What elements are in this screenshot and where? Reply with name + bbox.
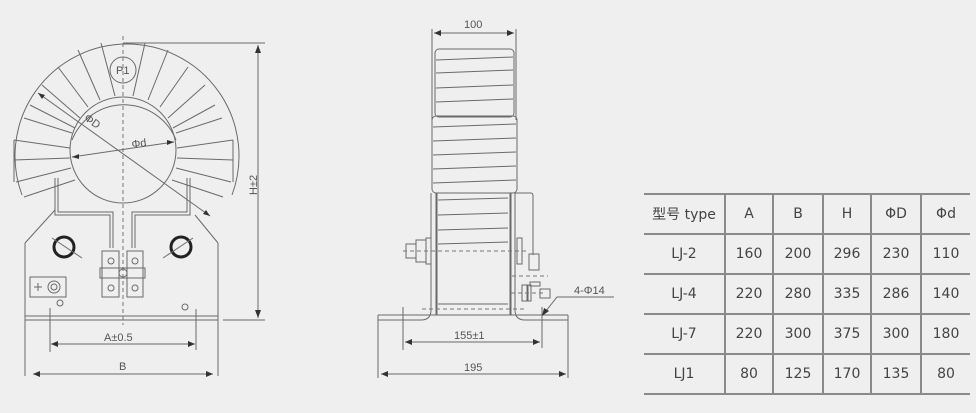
cell-a: 220 xyxy=(724,314,773,355)
header-h: H xyxy=(822,193,871,235)
inner-diameter-dim xyxy=(71,141,175,158)
cell-model: LJ-4 xyxy=(644,274,725,315)
table-row: LJ-2 160 200 296 230 110 xyxy=(644,234,970,275)
table-row: LJ-7 220 300 375 300 180 xyxy=(644,314,970,355)
cell-model: LJ1 xyxy=(644,354,725,395)
base-width-label: B xyxy=(119,361,126,373)
cell-b: 280 xyxy=(772,274,823,315)
cell-a: 220 xyxy=(724,274,773,315)
bracket-body xyxy=(377,192,569,322)
cell-b: 200 xyxy=(772,234,823,275)
header-outer-diameter: ΦD xyxy=(870,193,921,235)
cell-a: 80 xyxy=(724,354,773,395)
table-row: LJ1 80 125 170 135 80 xyxy=(644,354,970,395)
mounting-hole-right xyxy=(169,235,193,259)
terminal-bolts xyxy=(405,237,551,302)
cell-h: 375 xyxy=(822,314,871,355)
cell-outer-diameter: 135 xyxy=(870,354,921,395)
cell-inner-diameter: 180 xyxy=(920,314,970,355)
cell-inner-diameter: 110 xyxy=(920,234,970,275)
coil-upper xyxy=(434,48,515,118)
cell-a: 160 xyxy=(724,234,773,275)
outer-diameter-dim xyxy=(37,92,211,217)
header-a: A xyxy=(724,193,773,235)
terminal-block xyxy=(99,250,146,298)
cell-b: 125 xyxy=(772,354,823,395)
width-label: 100 xyxy=(464,19,482,31)
spec-table: 型号 type A B H ΦD Φd LJ-2 160 200 296 230… xyxy=(644,193,970,395)
header-b: B xyxy=(772,193,823,235)
cell-b: 300 xyxy=(772,314,823,355)
cell-outer-diameter: 230 xyxy=(870,234,921,275)
cell-outer-diameter: 300 xyxy=(870,314,921,355)
winding-segments xyxy=(13,42,234,198)
table-header-row: 型号 type A B H ΦD Φd xyxy=(644,193,970,235)
cell-h: 335 xyxy=(822,274,871,315)
hole-spacing-side-label: 155±1 xyxy=(454,330,485,342)
hole-spacing-label: A±0.5 xyxy=(104,332,133,344)
cell-h: 296 xyxy=(822,234,871,275)
cell-model: LJ-2 xyxy=(644,234,725,275)
base-width-side-label: 195 xyxy=(464,362,482,374)
coil-middle xyxy=(431,115,518,194)
ground-terminal xyxy=(29,276,189,311)
holes-label: 4-Φ14 xyxy=(574,285,605,297)
cell-inner-diameter: 80 xyxy=(920,354,970,395)
header-type: 型号 type xyxy=(644,193,725,235)
outer-winding-outline xyxy=(14,43,240,196)
header-inner-diameter: Φd xyxy=(920,193,970,235)
holes-leader xyxy=(541,296,614,317)
height-label: H±2 xyxy=(248,175,260,195)
cell-outer-diameter: 286 xyxy=(870,274,921,315)
cell-h: 170 xyxy=(822,354,871,395)
table-row: LJ-4 220 280 335 286 140 xyxy=(644,274,970,315)
cell-model: LJ-7 xyxy=(644,314,725,355)
inner-bore xyxy=(69,96,177,204)
mounting-hole-left xyxy=(52,235,76,259)
inner-diameter-label: Φd xyxy=(131,137,147,151)
base-plate xyxy=(24,209,219,320)
cell-inner-diameter: 140 xyxy=(920,274,970,315)
